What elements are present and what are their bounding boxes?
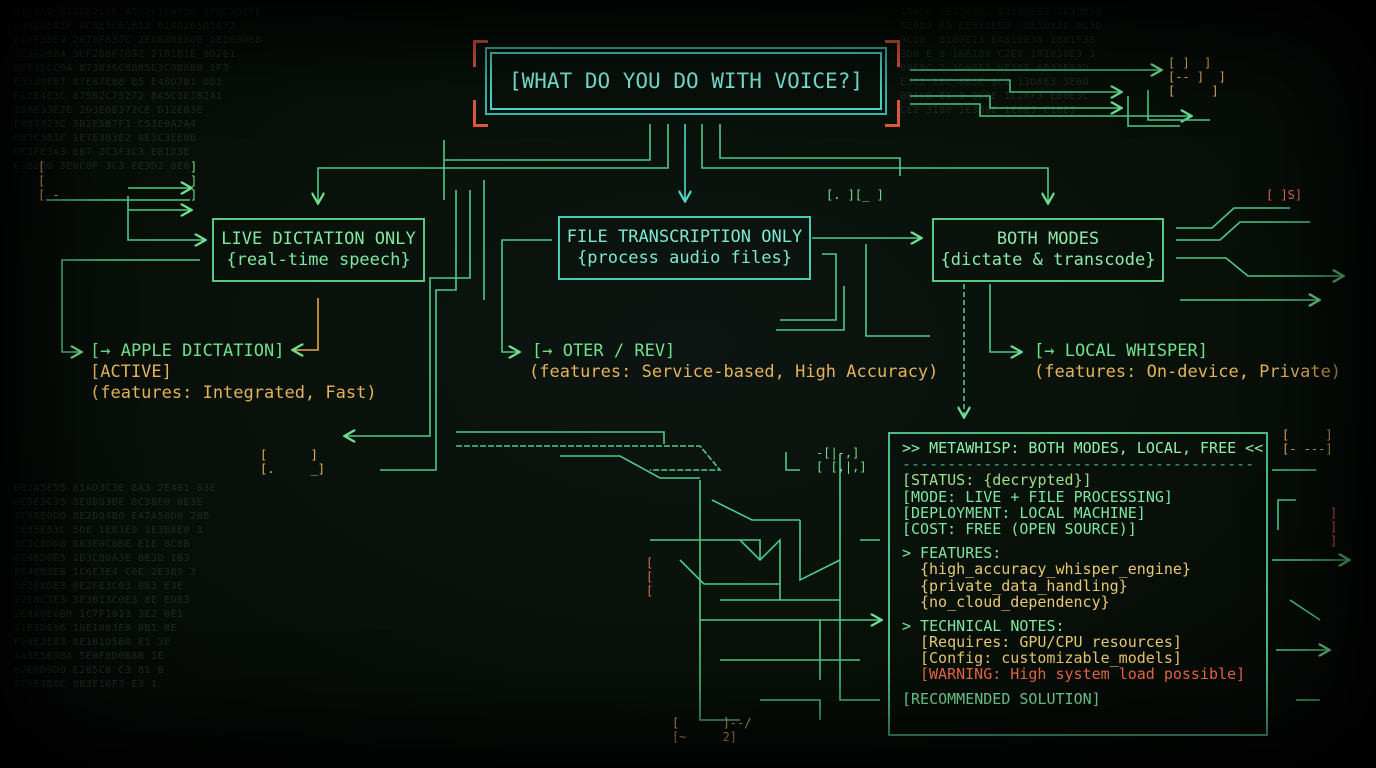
background-hex-line: 3E2B8DE3 0E2FE3C03 0B3 E3E [14,581,184,592]
background-hex-line: FE0E2E83 8E1B1D5B0 E1 3E [14,637,171,648]
ascii-bracket-fragment: ] ] ] [190,160,198,202]
background-hex-block-bottom-left: BB2A5E55 81AD3C3E 8A3 2E4B1 03E 0E5E3C35 … [14,482,216,692]
node-live-dictation: LIVE DICTATION ONLY {real-time speech} [212,218,425,282]
background-hex-line: 3E3C8DD8 8B3E0C0BE E1E 8C0B [14,539,191,550]
background-hex-line: 1B0E0 2E13B00 83180E83 1B33B50 [900,7,1103,18]
background-hex-line: 3E8BE0D0 8E2D04B0 E47A58D0 20B [14,511,210,522]
outcome-apple-features: (features: Integrated, Fast) [90,383,377,403]
result-mode: [MODE: LIVE + FILE PROCESSING] [902,487,1173,506]
corner-bracket-bottom-left [473,100,488,127]
result-panel: >> METAWHISP: BOTH MODES, LOCAL, FREE <<… [888,432,1268,736]
node-both-title: BOTH MODES [996,229,1100,249]
background-hex-line: 8E4EB3E8 1C6E3E4 C0E 2E3B9 3 [14,567,197,578]
ascii-bracket-fragment: [ ]S] [1266,188,1303,202]
node-both-modes: BOTH MODES {dictate & transcode} [932,218,1164,282]
outcome-apple-title: [→ APPLE DICTATION] [90,341,285,361]
ascii-bracket-fragment: [ ] ] [-- ] ] [ ] [1168,56,1226,98]
node-live-title: LIVE DICTATION ONLY [221,229,416,249]
background-hex-line: BB2A5E55 81AD3C3E 8A3 2E4B1 03E [14,483,217,494]
background-hex-line: B0E8C 2 1D08E3 9E18E 0B33E03D [900,63,1090,74]
result-feature-item: {no_cloud_dependency} [920,592,1110,611]
background-hex-line: 2E85E83C 5DE 1EB3E0 1E3B8E0 3 [14,525,204,536]
background-hex-line: 3D0 E 8 1BE1B0 C2E8 181038E3 3 [900,49,1096,60]
background-hex-line: 1B8E33E2E 2D3E0B372CE D12E83E [14,105,204,116]
result-features-heading: > FEATURES: [902,544,1002,563]
ascii-bracket-fragment: ] ] ] [1330,506,1338,548]
background-hex-line: E3B830 3E0C0F 3C3 EE3D2 8E0 [14,161,191,172]
corner-bracket-top-left [473,40,488,67]
ascii-bracket-fragment: [ ]--/ [~ 2] [672,716,752,744]
outcome-oter-features: (features: Service-based, High Accuracy) [529,362,939,382]
corner-bracket-top-right [885,40,900,67]
outcome-whisper-features: (features: On-device, Private) [1034,362,1342,382]
background-hex-line: 2E3E2B84 3CF2B8F7892 21B1B1E 8D2E1 [14,49,236,60]
outcome-oter-title: [→ OTER / REV] [532,341,676,361]
background-hex-line: E0B3323C 3B2E5B7F1 C53E0A2A4 [14,119,197,130]
result-feature-item: {private_data_handling} [920,576,1128,595]
result-header: >> METAWHISP: BOTH MODES, LOCAL, FREE << [902,439,1264,457]
ascii-bracket-fragment: [ [ [ [646,556,654,598]
result-warning: [WARNING: High system load possible] [920,665,1246,684]
background-hex-line: 11E3DE96 18E1083E8 0B1 8E [14,623,178,634]
node-file-subtitle: {process audio files} [577,248,792,268]
background-hex-line: 22E8C3E3 3E3B13C0E3 8E EDB3 [14,595,191,606]
background-hex-line: 3E0E3B8C 8B3E10F3 E3 1 [14,679,158,690]
background-hex-line: 8B3C3B3F 1E7E3B3E2 0E3C3EE0B [14,133,197,144]
node-file-title: FILE TRANSCRIPTION ONLY [566,227,803,247]
result-tech-requires: [Requires: GPU/CPU resources] [920,633,1182,652]
background-hex-line: 0E5E3C35 8E8B83BE 8C38E0 0E3E [14,497,204,508]
ascii-bracket-fragment: [ ] [. _] [260,448,326,476]
background-hex-line: 4A5E5B9BA 5E0F8D0B8B 1E [14,651,164,662]
background-hex-line: CE2 3180 1E3B9E 1E0E3 C10B3 [900,105,1077,116]
outcome-whisper-title: [→ LOCAL WHISPER] [1034,341,1208,361]
background-hex-line: E12E4E3C 875B2C75272 8A5C1E1B2A1 [14,91,223,102]
ascii-bracket-fragment: [ ] [- ---] [1282,428,1333,456]
background-hex-line: 8E0B0 E0 EE813BBB 8E3082C 8C3D [900,21,1103,32]
result-cost: [COST: FREE (OPEN SOURCE)] [902,519,1137,538]
background-hex-line: B2E0D9D0 E2B5C8 C3 81 0 [14,665,164,676]
main-question: [WHAT DO YOU DO WITH VOICE?] [490,52,882,110]
result-divider: ---------------------------------------- [902,456,1254,473]
background-hex-line: F15F38E9 2070F837C 2E8B80880E 1E10006B [14,35,262,46]
background-hex-line: 9C18 8180E13 BAB10E38 1B81F3B [900,35,1096,46]
background-hex-line: 0E3FE3A3 0B7 2C3F3C3 EB1D3E [14,147,191,158]
outcome-apple-status: [ACTIVE] [90,362,172,382]
result-deployment: [DEPLOYMENT: LOCAL MACHINE] [902,503,1146,522]
node-live-subtitle: {real-time speech} [226,250,411,270]
result-tech-config: [Config: customizable_models] [920,649,1182,668]
background-hex-line: E852AE87 87E87E88 B5 E48D7B1 0D1 [14,77,223,88]
result-tech-heading: > TECHNICAL NOTES: [902,616,1065,635]
ascii-bracket-fragment: -[|-,] [ [,|,] [816,446,867,474]
background-hex-line: 8E4BD0E5 1B3C80A3E 8E3D 1B3 [14,553,191,564]
result-feature-item: {high_accuracy_whisper_engine} [920,560,1191,579]
background-hex-line: 52E3ECC0A 873836C8B05C3C0B8B8 1F3 [14,63,230,74]
background-hex-line: E4BC35A5F 0C8E3C61B12 01482B5B1A72 [14,21,236,32]
result-status: [STATUS: {decrypted}] [902,471,1092,490]
node-file-transcription: FILE TRANSCRIPTION ONLY {process audio f… [558,216,811,280]
background-hex-line: E3C2 1BC 8B3E 9C2 13D0E3 3E00 [900,77,1090,88]
background-hex-block-top-left: 31E3A2 B1B8D218E 4502F1E0F5D 1F0C3D2FE E4… [14,6,262,174]
ascii-bracket-fragment: [ [ [ - [38,160,60,202]
result-recommended: [RECOMMENDED SOLUTION] [902,689,1101,708]
ascii-bracket-fragment: [. ][_ ] [826,188,884,202]
background-hex-line: 31E3A2 B1B8D218E 4502F1E0F5D 1F0C3D2FE [14,7,262,18]
background-hex-line: 2E8A0E8B0 1C7F1013 3E2 0E1 [14,609,184,620]
corner-bracket-bottom-right [885,100,900,127]
node-both-subtitle: {dictate & transcode} [940,250,1156,270]
